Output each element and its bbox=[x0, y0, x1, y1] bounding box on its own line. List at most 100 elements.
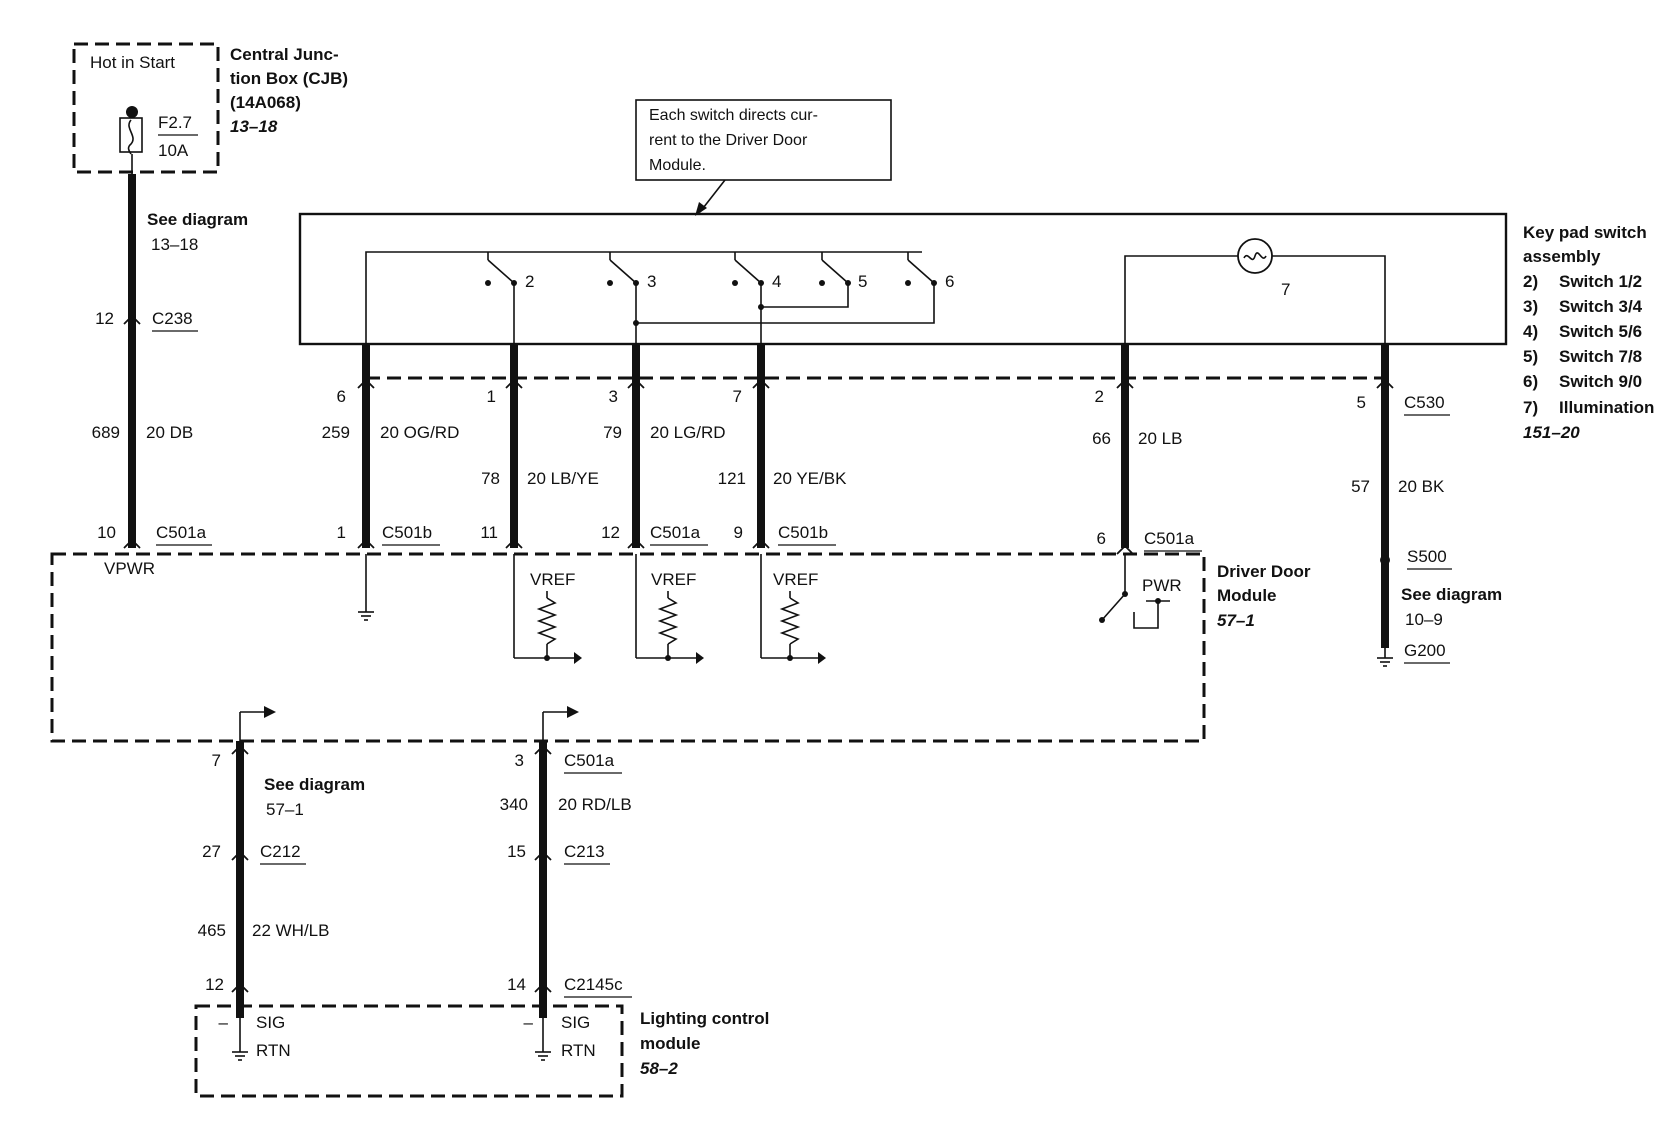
pin-15: 15 bbox=[507, 842, 526, 861]
wire-20-ye-bk: 20 YE/BK bbox=[773, 469, 847, 488]
ground-g200-icon bbox=[1376, 647, 1394, 667]
ground-g200: S500 See diagram 10–9 G200 bbox=[1376, 547, 1502, 667]
connector-c501b-9: C501b bbox=[778, 523, 828, 542]
ground-see-ref: 10–9 bbox=[1405, 610, 1443, 629]
svg-text:7): 7) bbox=[1523, 398, 1538, 417]
ddm-title-line2: Module bbox=[1217, 586, 1277, 605]
lcm-title-line1: Lighting control bbox=[640, 1009, 769, 1028]
pin-27: 27 bbox=[202, 842, 221, 861]
wire-20-lb: 20 LB bbox=[1138, 429, 1182, 448]
connector-c212: C212 bbox=[260, 842, 301, 861]
circuit-340: 340 bbox=[500, 795, 528, 814]
circuit-79: 79 bbox=[603, 423, 622, 442]
circuit-78: 78 bbox=[481, 469, 500, 488]
lcm-ground-icon-1 bbox=[231, 1041, 249, 1061]
circuit-689: 689 bbox=[92, 423, 120, 442]
pin-arrowhead-13 bbox=[1376, 378, 1394, 389]
svg-text:4): 4) bbox=[1523, 322, 1538, 341]
circuit-57: 57 bbox=[1351, 477, 1370, 496]
pin-14-lcm: 14 bbox=[507, 975, 526, 994]
see-diagram-ref: 13–18 bbox=[151, 235, 198, 254]
pin-3-keypad: 3 bbox=[609, 387, 618, 406]
lcm-ground-icon-2 bbox=[534, 1041, 552, 1061]
lcm-sig-1: SIG bbox=[256, 1013, 285, 1032]
switch-5 bbox=[821, 259, 849, 284]
pin-10: 10 bbox=[97, 523, 116, 542]
keypad-legend: 2) Switch 1/2 3) Switch 3/4 4) Switch 5/… bbox=[1523, 272, 1654, 417]
pin-arrowhead-19 bbox=[534, 982, 552, 993]
pin-arrowhead-12 bbox=[1116, 544, 1134, 555]
lcm-see-diagram: See diagram bbox=[264, 775, 365, 794]
pin-arrowhead-16 bbox=[231, 982, 249, 993]
wire-20-db: 20 DB bbox=[146, 423, 193, 442]
keypad-title-line1: Key pad switch bbox=[1523, 223, 1647, 242]
wire-20-bk: 20 BK bbox=[1398, 477, 1445, 496]
pin-arrowhead-9 bbox=[752, 378, 770, 389]
lcm-ref: 58–2 bbox=[640, 1059, 678, 1078]
pin-arrowhead-6 bbox=[505, 538, 523, 549]
lcm-sig-2: SIG bbox=[561, 1013, 590, 1032]
vref-label-2: VREF bbox=[651, 570, 696, 589]
switch-number-2: 2 bbox=[525, 272, 534, 291]
pullup-resistor-3 bbox=[779, 597, 801, 645]
pin-12: 12 bbox=[95, 309, 114, 328]
pin-arrowhead-4 bbox=[357, 538, 375, 549]
svg-text:Switch 3/4: Switch 3/4 bbox=[1559, 297, 1643, 316]
switch-4 bbox=[734, 259, 762, 284]
circuit-121: 121 bbox=[718, 469, 746, 488]
connector-c501a-6: C501a bbox=[1144, 529, 1195, 548]
keypad-title-line2: assembly bbox=[1523, 247, 1601, 266]
lcm-rtn-2: RTN bbox=[561, 1041, 596, 1060]
circuit-259: 259 bbox=[322, 423, 350, 442]
connector-c213: C213 bbox=[564, 842, 605, 861]
ddm-ground-icon bbox=[357, 601, 375, 621]
cjb-ref: 13–18 bbox=[230, 117, 278, 136]
keypad-wires: 6 259 20 OG/RD 1 C501b 1 78 20 LB/YE 11 … bbox=[322, 344, 1450, 648]
see-diagram-label: See diagram bbox=[147, 210, 248, 229]
cjb-part-number: (14A068) bbox=[230, 93, 301, 112]
circuit-465: 465 bbox=[198, 921, 226, 940]
cjb-title-line2: tion Box (CJB) bbox=[230, 69, 348, 88]
fuse-id: F2.7 bbox=[158, 113, 192, 132]
pin-7-keypad: 7 bbox=[733, 387, 742, 406]
wire-20-lg-rd: 20 LG/RD bbox=[650, 423, 726, 442]
pin-arrowhead-5 bbox=[505, 378, 523, 389]
ground-g200-id: G200 bbox=[1404, 641, 1446, 660]
illumination-number: 7 bbox=[1281, 280, 1290, 299]
ddm-title-line1: Driver Door bbox=[1217, 562, 1311, 581]
switch-number-3: 3 bbox=[647, 272, 656, 291]
cjb-title-line1: Central Junc- bbox=[230, 45, 339, 64]
lcm-see-ref: 57–1 bbox=[266, 800, 304, 819]
vref-label-3: VREF bbox=[773, 570, 818, 589]
pin-arrowhead-17 bbox=[534, 744, 552, 755]
switch-6 bbox=[907, 259, 935, 284]
pin-arrowhead-8 bbox=[627, 538, 645, 549]
pwr-switch-contact bbox=[1101, 593, 1126, 621]
callout-box bbox=[635, 99, 892, 181]
callout-line3: Module. bbox=[649, 157, 706, 174]
pin-arrowhead-10 bbox=[752, 538, 770, 549]
connector-c501b-1: C501b bbox=[382, 523, 432, 542]
lcm-boundary bbox=[194, 1004, 624, 1098]
connector-c2145c: C2145c bbox=[564, 975, 623, 994]
vref-label-1: VREF bbox=[530, 570, 575, 589]
lcm-title-line2: module bbox=[640, 1034, 700, 1053]
svg-text:2): 2) bbox=[1523, 272, 1538, 291]
pin-arrowhead-15 bbox=[231, 850, 249, 861]
wire-20-og-rd: 20 OG/RD bbox=[380, 423, 459, 442]
switch-2 bbox=[487, 259, 515, 284]
wire-20-rd-lb: 20 RD/LB bbox=[558, 795, 632, 814]
pin-arrowhead-11 bbox=[1116, 378, 1134, 389]
lcm-wires: 7 See diagram 57–1 27 C212 465 22 WH/LB … bbox=[198, 741, 632, 1018]
central-junction-box: Hot in Start F2.7 10A Central Junc- tion… bbox=[72, 42, 348, 174]
pullup-resistor-1 bbox=[536, 597, 558, 645]
connector-c530: C530 bbox=[1404, 393, 1445, 412]
switch-3-6-link bbox=[635, 283, 935, 324]
vref-group-121: VREF bbox=[760, 554, 826, 664]
svg-text:5): 5) bbox=[1523, 347, 1538, 366]
fuse-terminal bbox=[126, 106, 138, 118]
pin-1-ddm: 1 bbox=[337, 523, 346, 542]
pin-12-lcm: 12 bbox=[205, 975, 224, 994]
switch-number-4: 4 bbox=[772, 272, 781, 291]
